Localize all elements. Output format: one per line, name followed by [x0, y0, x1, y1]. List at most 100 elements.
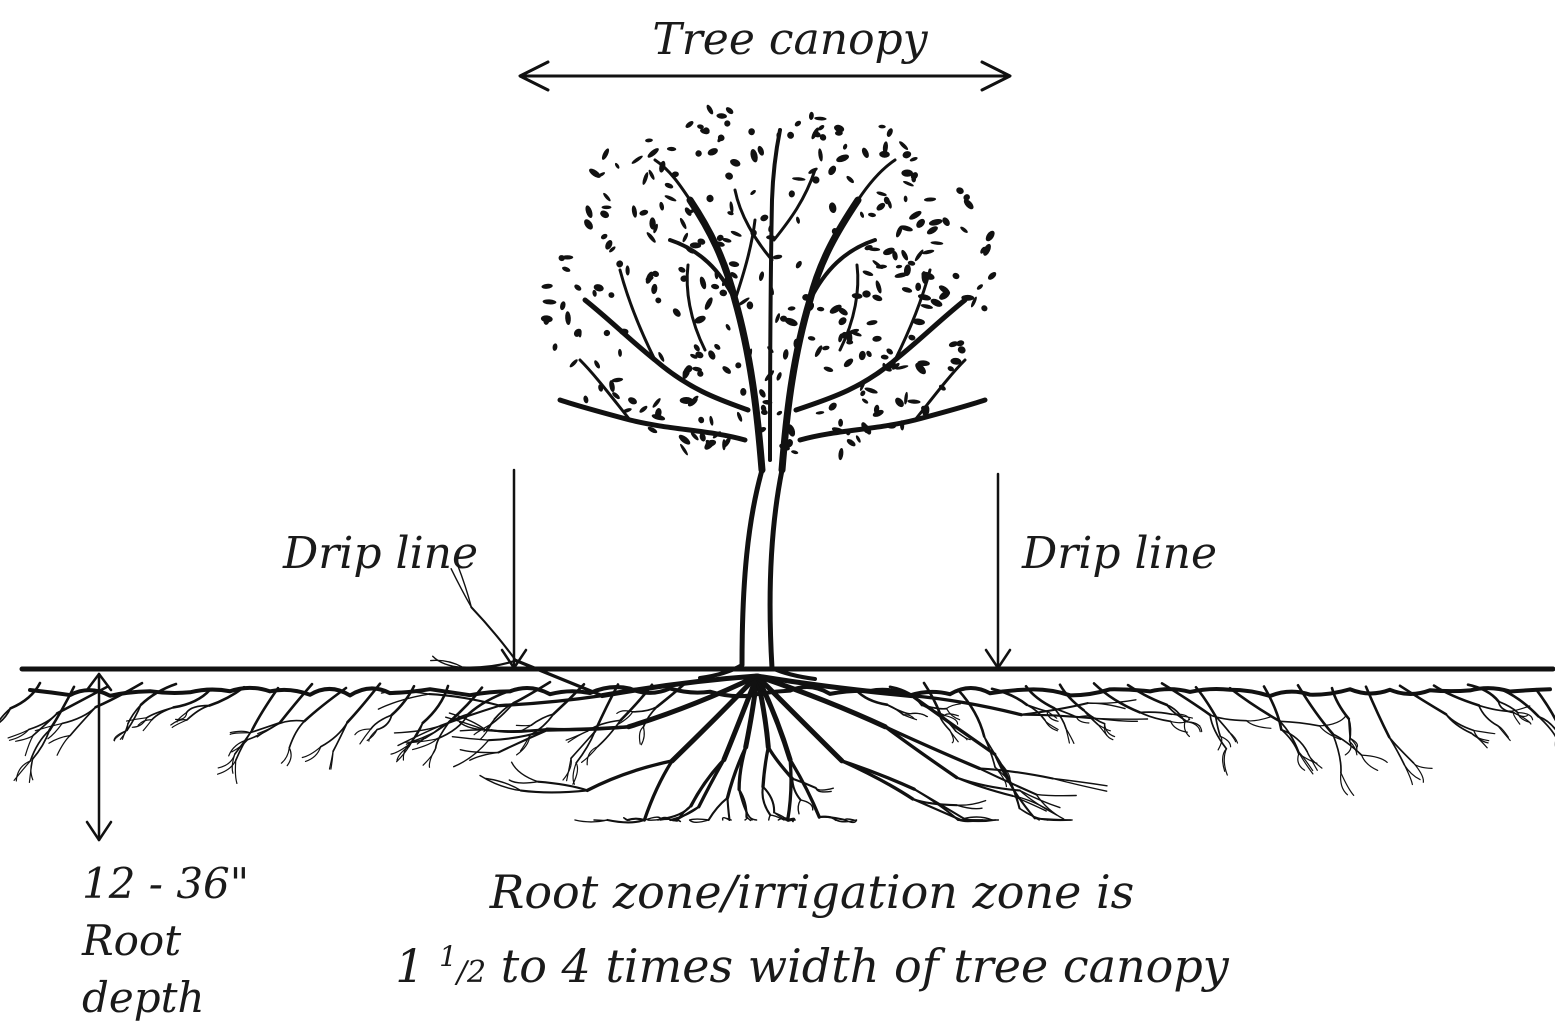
- tree-branches: [557, 128, 988, 474]
- root: [433, 713, 470, 733]
- leaf: [611, 377, 624, 383]
- leaf: [645, 138, 653, 143]
- leaf: [828, 202, 837, 214]
- leaf: [895, 397, 904, 408]
- leaf: [655, 297, 662, 304]
- leaf: [723, 437, 731, 448]
- root: [721, 673, 760, 763]
- root: [1183, 721, 1190, 738]
- leaf: [901, 169, 913, 177]
- leaf: [748, 128, 755, 136]
- leaf: [685, 121, 694, 128]
- leaf: [900, 225, 913, 232]
- root: [304, 746, 322, 762]
- leaf: [912, 318, 925, 326]
- root: [1466, 683, 1500, 703]
- leaf: [618, 348, 622, 357]
- root: [797, 799, 802, 815]
- leaf: [784, 317, 798, 327]
- leaf: [678, 266, 686, 273]
- caption-rest: to 4 times width of tree canopy: [486, 939, 1230, 993]
- leaf: [678, 434, 691, 445]
- leaf: [782, 349, 789, 360]
- leaf: [609, 246, 616, 253]
- root: [1349, 737, 1359, 749]
- leaf: [858, 350, 866, 361]
- root: [1388, 736, 1406, 766]
- root: [485, 718, 496, 731]
- leaf: [728, 261, 740, 267]
- root: [945, 703, 962, 710]
- leaf: [727, 211, 734, 216]
- root: [1103, 723, 1114, 741]
- root: [1018, 807, 1049, 821]
- root: [377, 693, 430, 710]
- root: [408, 731, 436, 744]
- root: [640, 726, 645, 746]
- leaf: [895, 264, 903, 269]
- leaf: [666, 146, 677, 152]
- leaf: [757, 145, 764, 156]
- root: [61, 706, 97, 725]
- root: [234, 759, 238, 784]
- root: [497, 729, 549, 754]
- root: [599, 673, 760, 699]
- leaf: [892, 250, 898, 261]
- root: [1076, 716, 1090, 724]
- leaf: [600, 210, 610, 219]
- leaf: [658, 351, 665, 362]
- root: [1296, 684, 1335, 736]
- root: [744, 816, 749, 821]
- root: [1262, 685, 1283, 731]
- leaf: [930, 241, 944, 245]
- root: [945, 708, 961, 721]
- root: [1473, 729, 1489, 744]
- leaf: [684, 207, 692, 216]
- leaf: [692, 395, 699, 401]
- root: [29, 729, 51, 762]
- leaf: [569, 359, 578, 368]
- root: [726, 817, 732, 821]
- leaf: [653, 223, 658, 234]
- leaf: [642, 172, 649, 185]
- root: [1086, 702, 1126, 710]
- root: [0, 707, 12, 721]
- root: [231, 738, 249, 753]
- root: [1497, 725, 1511, 742]
- tree-trunk: [698, 467, 817, 681]
- leaf: [612, 392, 620, 400]
- leaf: [664, 182, 674, 189]
- leaf: [808, 111, 814, 120]
- leaf: [791, 450, 799, 455]
- root: [1517, 712, 1534, 721]
- root: [229, 732, 251, 735]
- root: [777, 817, 791, 821]
- root: [572, 762, 577, 785]
- root: [939, 712, 957, 733]
- root: [470, 606, 517, 662]
- leaf: [899, 141, 909, 150]
- leaf: [725, 107, 734, 115]
- leaf: [855, 435, 861, 443]
- leaf: [868, 247, 881, 252]
- leaf: [976, 284, 983, 290]
- leaf: [716, 234, 724, 242]
- leaf: [645, 276, 654, 281]
- root: [1344, 740, 1352, 756]
- leaf: [920, 304, 933, 309]
- leaf: [725, 172, 733, 180]
- leaf: [614, 162, 620, 169]
- leaf: [776, 410, 783, 416]
- leaf: [541, 283, 553, 289]
- root-system: [0, 564, 1555, 824]
- root: [479, 723, 493, 741]
- leaf: [883, 247, 895, 256]
- leaf: [907, 260, 916, 266]
- root: [390, 684, 416, 717]
- leaf: [693, 344, 700, 352]
- leaf: [679, 217, 687, 230]
- leaf: [792, 177, 806, 181]
- leaf: [887, 199, 892, 209]
- root: [376, 714, 393, 731]
- root: [1184, 721, 1201, 727]
